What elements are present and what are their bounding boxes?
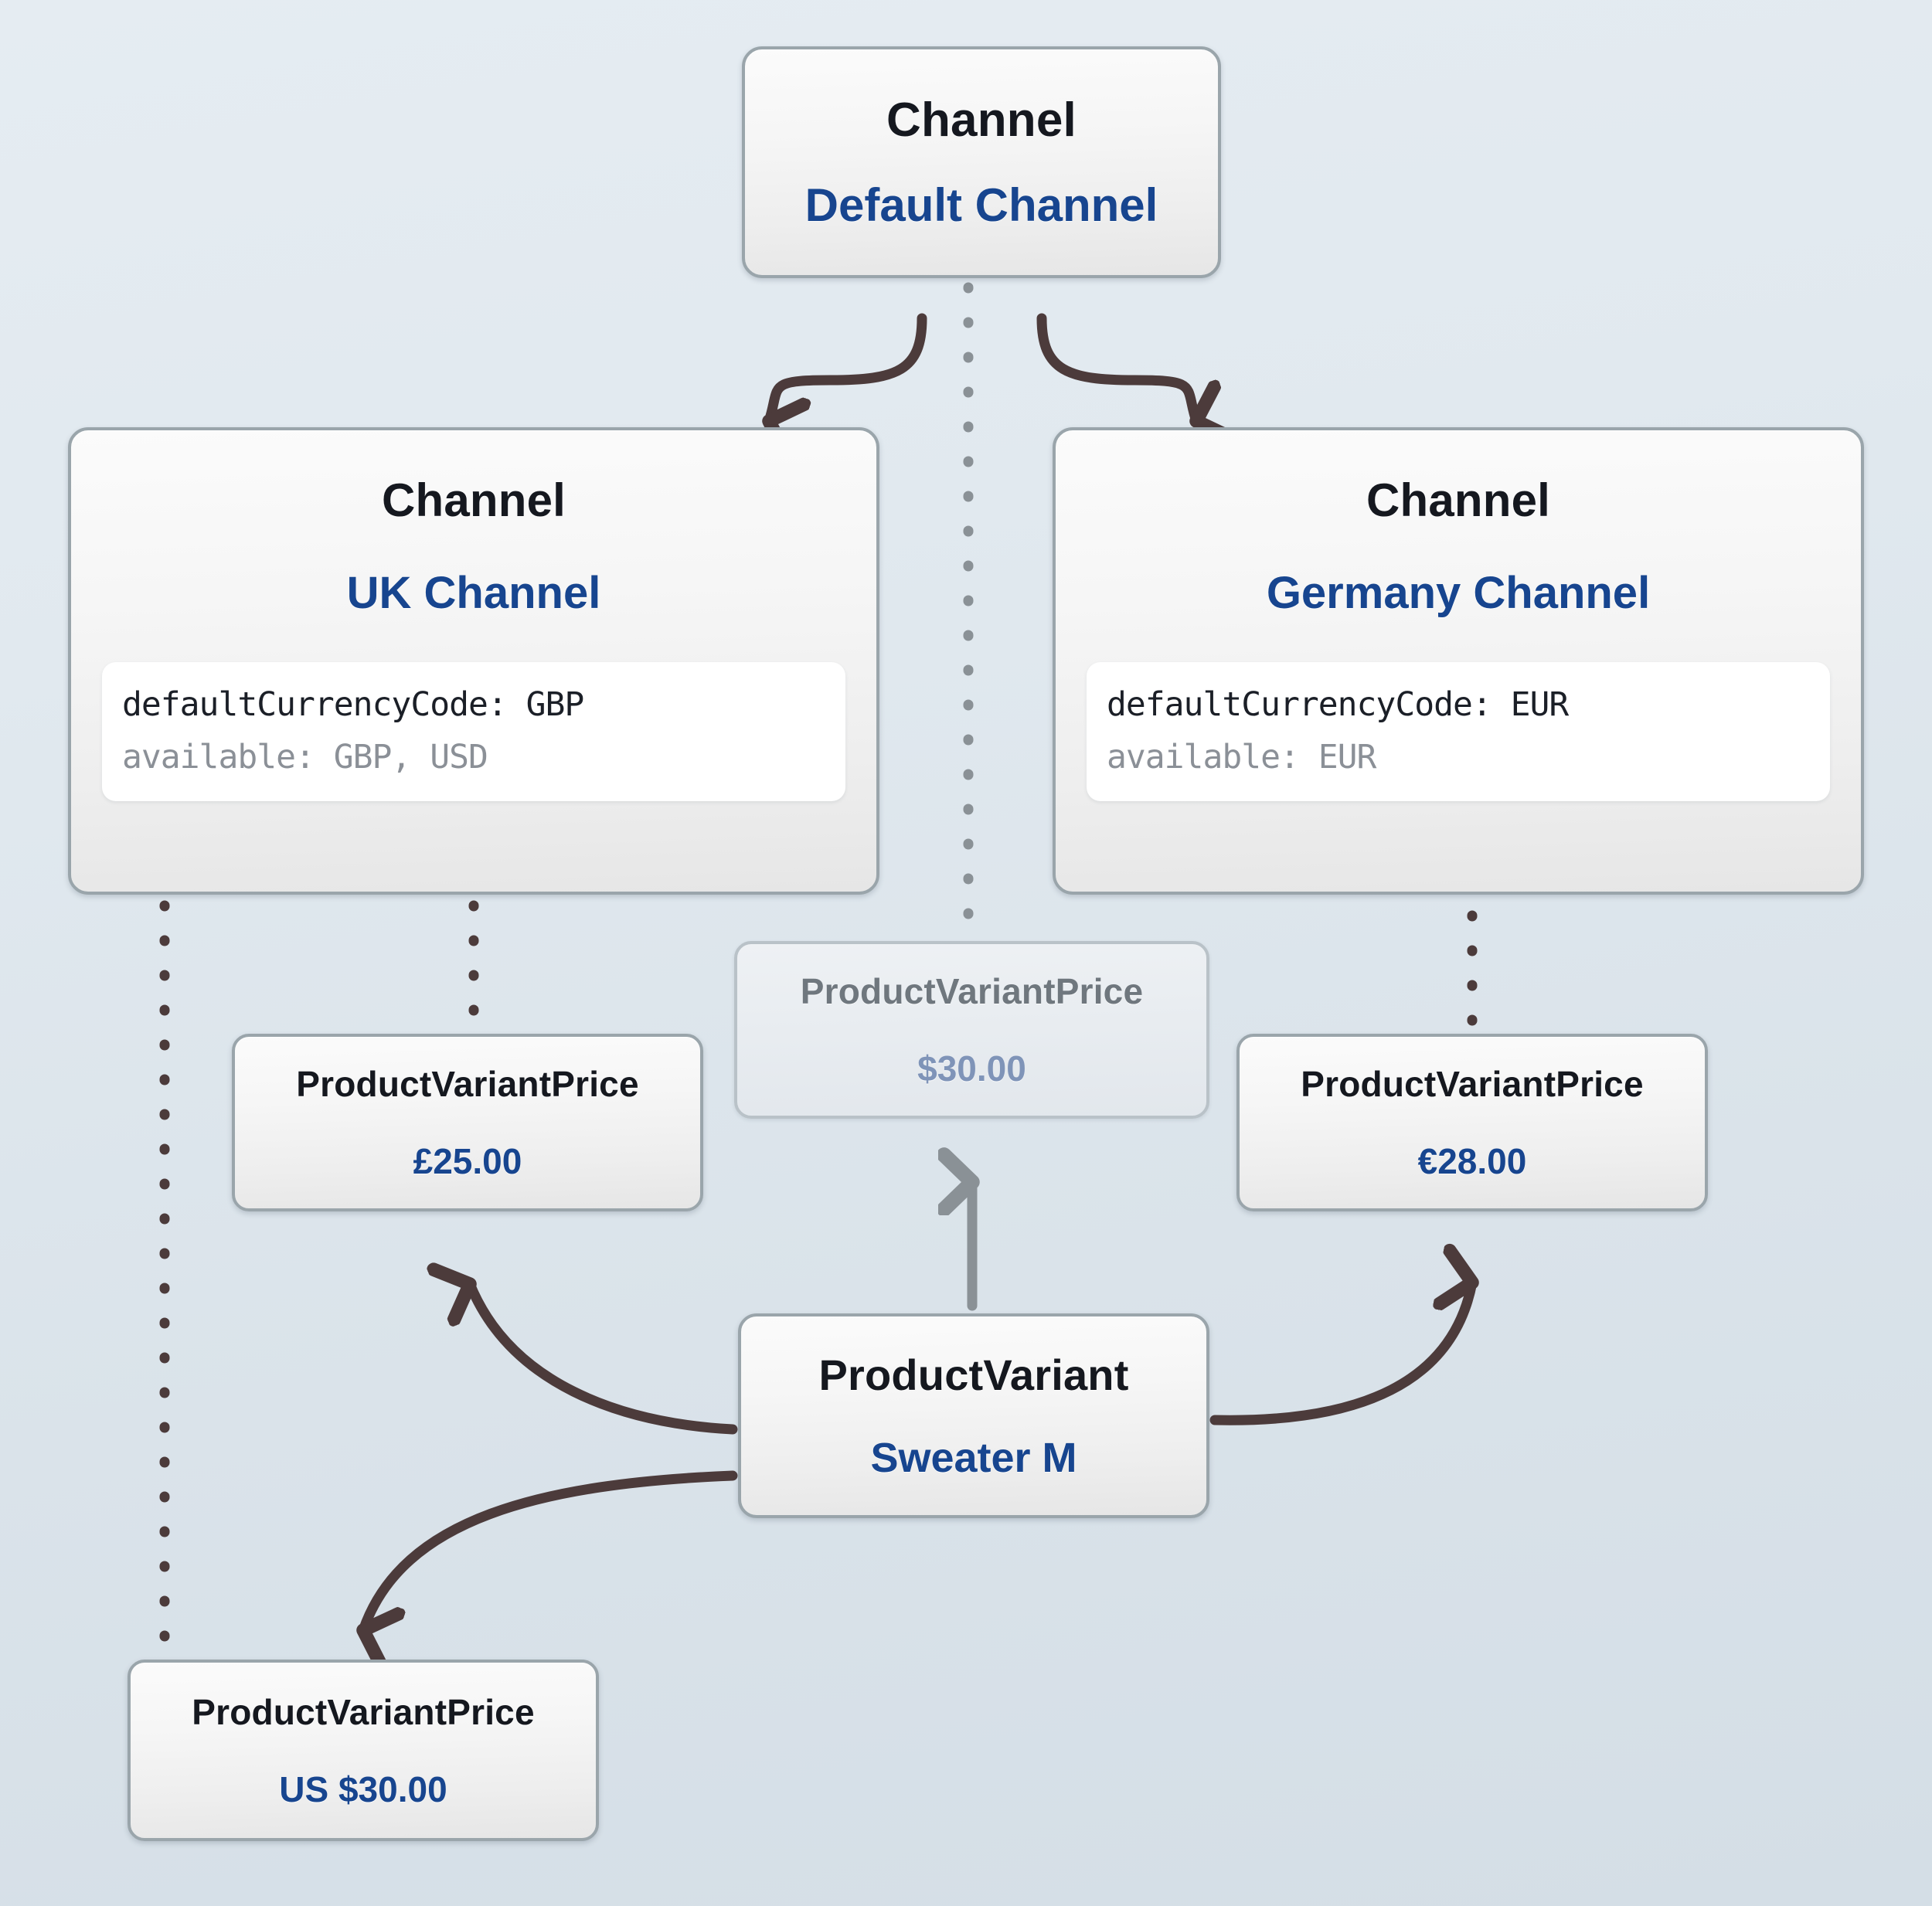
node-product-variant-price-usd-inactive[interactable]: ProductVariantPrice $30.00 (734, 941, 1209, 1119)
node-uk-channel[interactable]: Channel UK Channel defaultCurrencyCode: … (68, 427, 879, 895)
node-type-label: Channel (1366, 474, 1551, 526)
price-amount: $30.00 (917, 1048, 1026, 1089)
node-name-label: Germany Channel (1266, 568, 1651, 618)
node-type-label: ProductVariant (818, 1351, 1129, 1399)
available-currencies-line: available: GBP, USD (122, 738, 488, 777)
node-type-label: ProductVariantPrice (192, 1691, 535, 1732)
node-type-label: ProductVariantPrice (296, 1064, 639, 1104)
available-currencies-line: available: EUR (1107, 738, 1376, 777)
germany-channel-properties: defaultCurrencyCode: EUR available: EUR (1087, 662, 1830, 802)
node-product-variant-price-us-usd[interactable]: ProductVariantPrice US $30.00 (128, 1660, 599, 1841)
node-product-variant-price-gbp[interactable]: ProductVariantPrice £25.00 (232, 1034, 703, 1211)
node-name-label: UK Channel (346, 568, 601, 618)
price-amount: £25.00 (413, 1141, 522, 1181)
node-type-label: ProductVariantPrice (800, 971, 1144, 1011)
edge-variant-to-us-price (363, 1470, 738, 1630)
node-germany-channel[interactable]: Channel Germany Channel defaultCurrencyC… (1053, 427, 1864, 895)
edge-variant-to-eur-price (1209, 1283, 1472, 1425)
node-default-channel[interactable]: Channel Default Channel (742, 46, 1221, 278)
node-type-label: ProductVariantPrice (1301, 1064, 1644, 1104)
default-currency-code-line: defaultCurrencyCode: GBP (122, 685, 584, 724)
edge-variant-to-gbp-price (470, 1284, 738, 1435)
edge-default-to-germany (1036, 313, 1196, 421)
node-product-variant-price-eur[interactable]: ProductVariantPrice €28.00 (1236, 1034, 1708, 1211)
price-amount: €28.00 (1417, 1141, 1527, 1181)
edge-default-to-uk (769, 313, 927, 421)
node-product-variant[interactable]: ProductVariant Sweater M (738, 1313, 1209, 1518)
node-type-label: Channel (381, 474, 566, 526)
price-amount: US $30.00 (279, 1768, 447, 1809)
uk-channel-properties: defaultCurrencyCode: GBP available: GBP,… (102, 662, 845, 802)
default-currency-code-line: defaultCurrencyCode: EUR (1107, 685, 1569, 724)
node-name-label: Default Channel (804, 179, 1158, 231)
node-type-label: Channel (886, 93, 1077, 147)
node-name-label: Sweater M (870, 1435, 1077, 1481)
